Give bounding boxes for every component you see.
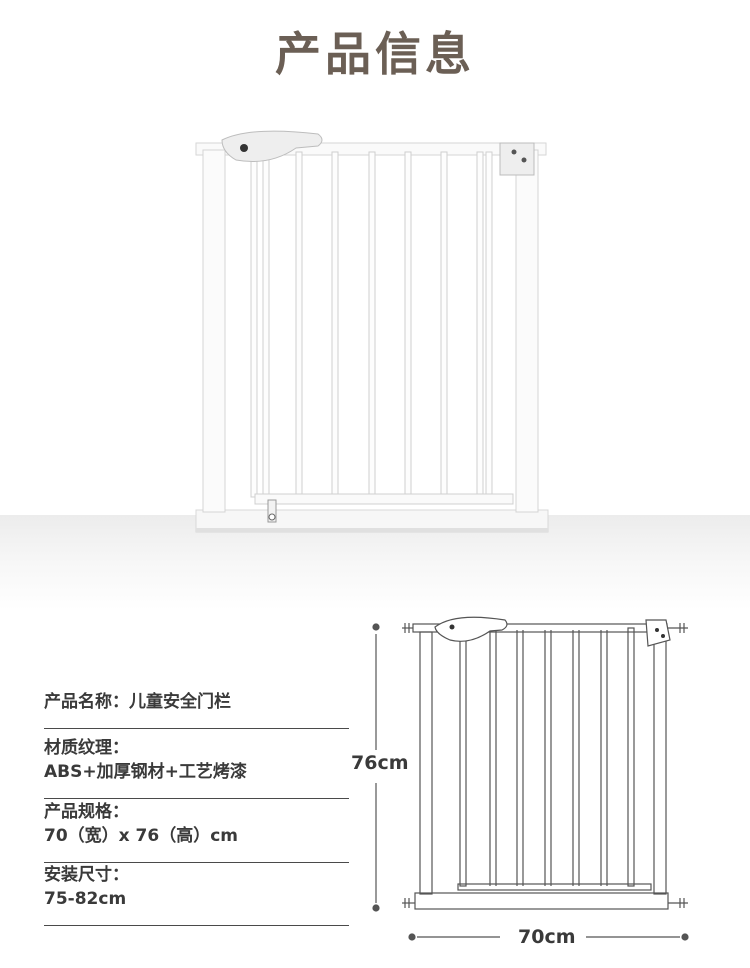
spec-product-name: 产品名称：儿童安全门栏 xyxy=(44,690,349,729)
drawing-handle-button-icon xyxy=(449,624,455,630)
height-dimension-dot-bottom xyxy=(372,904,380,912)
handle-button-icon xyxy=(240,144,248,152)
bottom-latch xyxy=(267,499,277,523)
spec-material: 材质纹理： ABS+加厚钢材+工艺烤漆 xyxy=(44,736,349,799)
gate-base-shadow xyxy=(196,528,548,532)
spec-label: 产品规格： xyxy=(44,802,129,822)
latch-pin-icon xyxy=(268,513,276,521)
gate-handle xyxy=(221,130,323,162)
spec-install-size: 安装尺寸： 75-82cm xyxy=(44,863,349,926)
height-dimension-label: 76cm xyxy=(351,752,409,774)
width-dimension-dot-right xyxy=(681,933,689,941)
gate-left-post xyxy=(202,149,226,513)
gate-outline xyxy=(402,616,688,910)
spec-label: 材质纹理： xyxy=(44,738,129,758)
door-bottom-rail xyxy=(254,493,514,505)
spec-value: 70（宽）x 76（高）cm xyxy=(44,826,238,846)
spec-size: 产品规格： 70（宽）x 76（高）cm xyxy=(44,800,349,863)
width-dimension-dot-left xyxy=(408,933,416,941)
drawing-hinge-screw-icon xyxy=(661,634,665,638)
height-dimension-dot-top xyxy=(372,623,380,631)
hinge-screw-icon xyxy=(511,149,517,155)
spec-label: 产品名称： xyxy=(44,692,129,712)
spec-label: 安装尺寸： xyxy=(44,865,129,885)
spec-value: 75-82cm xyxy=(44,889,127,909)
gate-hinge xyxy=(499,142,535,176)
drawing-hinge-screw-icon xyxy=(655,628,659,632)
page-title: 产品信息 xyxy=(275,27,475,81)
spec-value: ABS+加厚钢材+工艺烤漆 xyxy=(44,762,247,782)
hinge-screw-icon xyxy=(521,157,527,163)
spec-value: 儿童安全门栏 xyxy=(129,692,231,712)
width-dimension-label: 70cm xyxy=(518,926,576,948)
